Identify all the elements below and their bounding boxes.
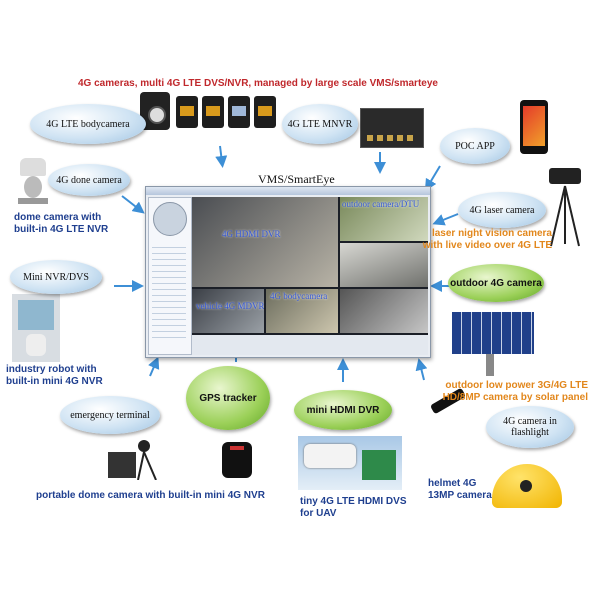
bubble-done: 4G done camera [48,164,130,196]
arrow-laser [432,213,459,226]
bubble-mnvr: 4G LTE MNVR [282,104,358,144]
robot-device [12,294,60,362]
caption-dome-line1: dome camera with [14,212,102,223]
laser-camera-device [545,168,585,248]
vms-title: VMS/SmartEye [258,172,335,186]
caption-solar-line1: outdoor low power 3G/4G LTE [445,380,588,391]
caption-laser-night-line2: with live video over 4G LTE [422,240,552,251]
caption-uav-line2: for UAV [300,508,337,519]
mnvr-device [360,108,424,148]
video-status-strip [192,335,428,355]
video-cell-3[interactable] [340,243,428,287]
device-tree-panel[interactable] [148,197,192,355]
caption-helmet: helmet 4G 13MP camera [428,478,492,502]
caption-dome: dome camera with built-in 4G LTE NVR [14,212,108,236]
video-cell-outdoor-dtu[interactable]: outdoor camera/DTU [340,197,428,241]
device-list[interactable] [152,242,186,338]
bubble-hdmi: mini HDMI DVR [294,390,392,430]
uav-image [298,436,402,490]
caption-laser-night: laser night vision camera with live vide… [420,228,552,252]
caption-helmet-line2: 13MP camera [428,490,492,501]
header-text: 4G cameras, multi 4G LTE DVS/NVR, manage… [78,78,438,89]
video-cell-vehicle-mdvr[interactable]: vehicle 4G MDVR [192,289,264,333]
arrow-poc [424,165,441,192]
bubble-outdoor: outdoor 4G camera [448,264,544,302]
bubble-emergency: emergency terminal [60,396,160,434]
bubble-flashlight: 4G camera in flashlight [486,406,574,448]
bodycam-device-3 [202,96,224,128]
caption-uav-line1: tiny 4G LTE HDMI DVS [300,496,407,507]
bubble-gps: GPS tracker [186,366,270,430]
bubble-laser: 4G laser camera [458,192,546,228]
video-label-outdoor-dtu: outdoor camera/DTU [342,199,420,209]
bubble-minidvs: Mini NVR/DVS [10,260,102,294]
caption-helmet-line1: helmet 4G [428,478,477,489]
arrow-bodycam [215,145,228,168]
video-label-hdmi-dvr: 4G HDMI DVR [222,229,281,239]
arrow-flashlight [415,358,428,381]
gps-tracker-device [222,442,252,478]
bodycam-device-5 [254,96,276,128]
bubble-bodycam: 4G LTE bodycamera [30,104,146,144]
portable-dome-device [108,440,160,480]
video-label-vehicle-mdvr: vehicle 4G MDVR [196,301,264,311]
caption-laser-night-line1: laser night vision camera [431,228,552,239]
arrow-emergency [148,356,160,377]
bubble-poc: POC APP [440,128,510,164]
video-cell-hdmi-dvr[interactable]: 4G HDMI DVR [192,197,338,287]
caption-robot-line1: industry robot with [6,364,97,375]
vms-window-titlebar [146,187,430,195]
caption-solar: outdoor low power 3G/4G LTE HD/8MP camer… [424,380,588,404]
phone-device [520,100,548,154]
solar-pole [486,354,494,376]
video-cell-bodycamera[interactable]: 4G bodycamera [266,289,338,333]
dome-camera-device [18,158,48,204]
vms-window[interactable]: 4G HDMI DVR outdoor camera/DTU vehicle 4… [145,186,431,358]
helmet-device [492,458,562,512]
ptz-control[interactable] [153,202,187,236]
solar-panel-device [452,312,534,354]
caption-portable: portable dome camera with built-in mini … [36,490,265,501]
caption-solar-line2: HD/8MP camera by solar panel [442,392,588,403]
bodycam-device-4 [228,96,250,128]
caption-dome-line2: built-in 4G LTE NVR [14,224,109,235]
video-label-bodycamera: 4G bodycamera [270,291,328,301]
video-cell-6[interactable] [340,289,428,333]
arrow-done [121,195,145,214]
caption-uav: tiny 4G LTE HDMI DVS for UAV [300,496,407,520]
caption-robot: industry robot with built-in mini 4G NVR [6,364,103,388]
video-grid: 4G HDMI DVR outdoor camera/DTU vehicle 4… [192,197,428,355]
bodycam-device-2 [176,96,198,128]
caption-robot-line2: built-in mini 4G NVR [6,376,103,387]
